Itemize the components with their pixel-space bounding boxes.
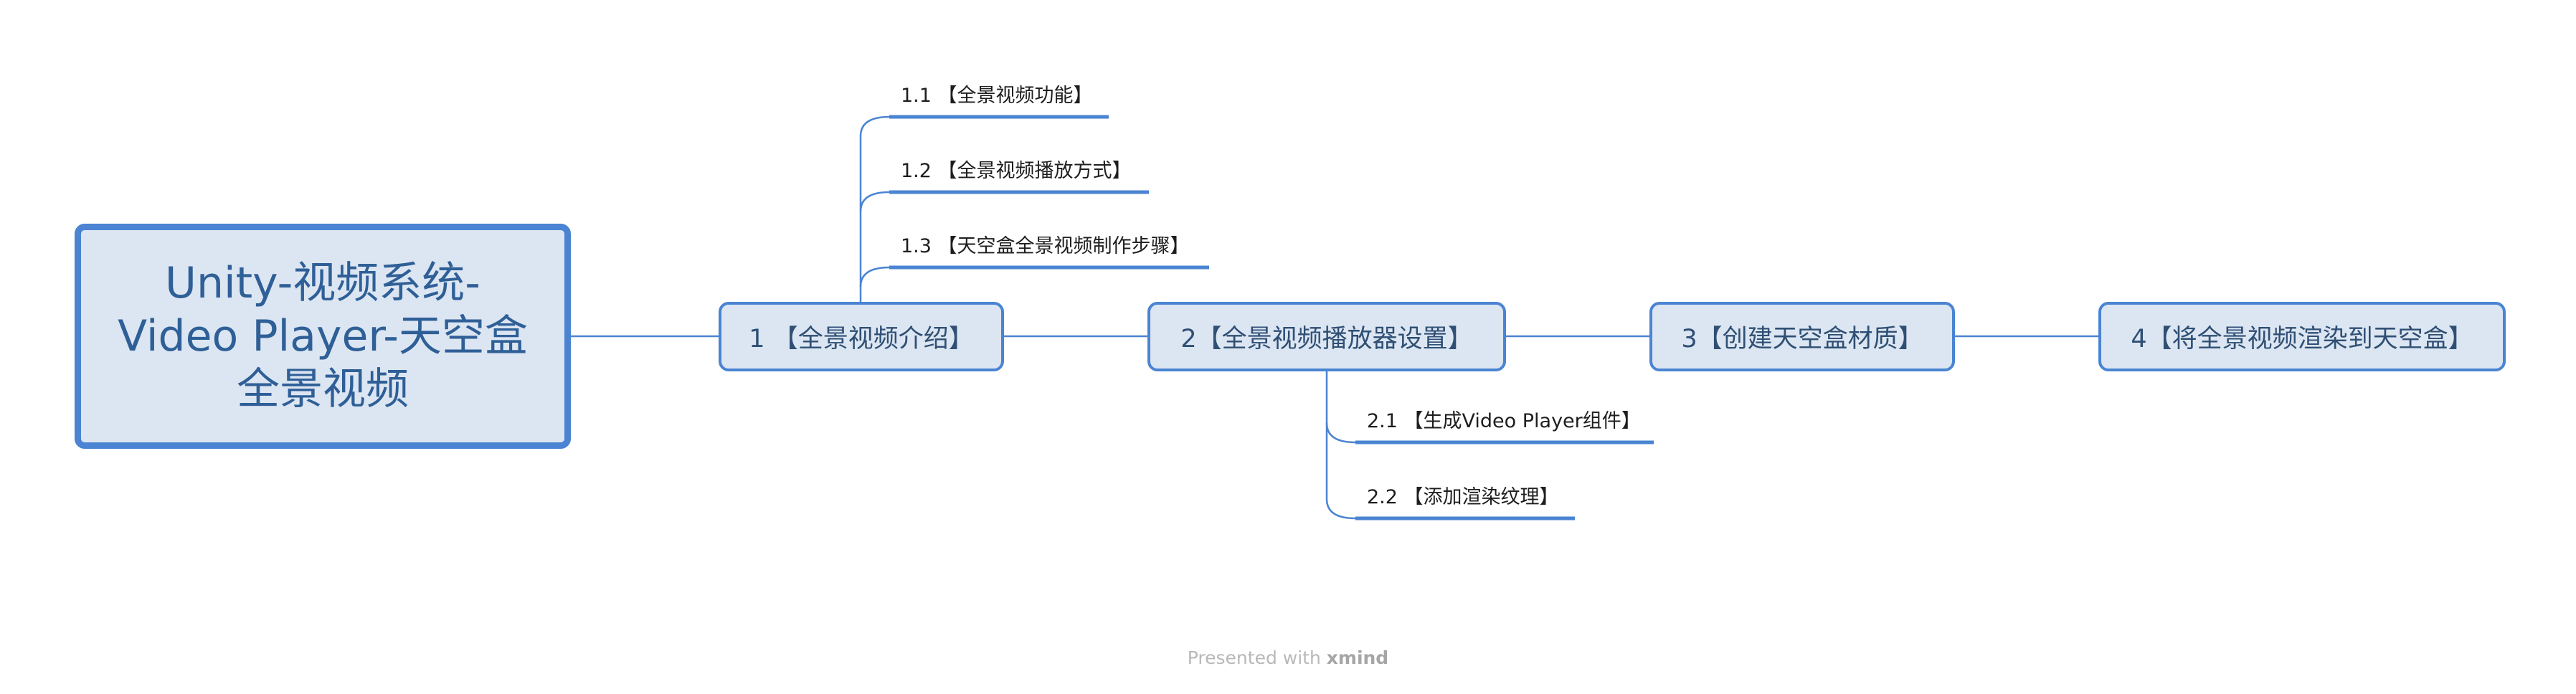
main-topic-1[interactable]: 1 【全景视频介绍】 xyxy=(719,302,1004,371)
main-topic-4-label: 4【将全景视频渲染到天空盒】 xyxy=(2131,325,2473,353)
subtopic-2-2[interactable]: 2.2 【添加渲染纹理】 xyxy=(1367,486,1559,508)
presented-with-watermark: Presented with xmind xyxy=(0,647,2576,668)
subtopic-2-1[interactable]: 2.1 【生成Video Player组件】 xyxy=(1367,410,1641,432)
connector-branch-1-3 xyxy=(859,266,890,287)
main-topic-4[interactable]: 4【将全景视频渲染到天空盒】 xyxy=(2098,302,2506,371)
connector-branch-2-1 xyxy=(1325,371,1356,444)
subtopic-1-2[interactable]: 1.2 【全景视频播放方式】 xyxy=(901,160,1132,182)
connector-branch-2-2 xyxy=(1325,423,1356,520)
central-topic[interactable]: Unity-视频系统- Video Player-天空盒 全景视频 xyxy=(75,224,571,449)
central-topic-label: Unity-视频系统- Video Player-天空盒 全景视频 xyxy=(118,258,528,414)
main-topic-2-label: 2【全景视频播放器设置】 xyxy=(1180,325,1473,353)
main-topic-3[interactable]: 3【创建天空盒材质】 xyxy=(1649,302,1955,371)
xmind-brand: xmind xyxy=(1326,647,1389,668)
subtopic-1-1[interactable]: 1.1 【全景视频功能】 xyxy=(901,85,1093,107)
subtopic-1-3[interactable]: 1.3 【天空盒全景视频制作步骤】 xyxy=(901,235,1190,257)
watermark-prefix: Presented with xyxy=(1187,647,1321,668)
main-topic-2[interactable]: 2【全景视频播放器设置】 xyxy=(1147,302,1506,371)
main-topic-3-label: 3【创建天空盒材质】 xyxy=(1681,325,1923,353)
connector-branch-1-1 xyxy=(859,115,890,302)
connector-branch-1-2 xyxy=(859,191,890,212)
main-topic-1-label: 1 【全景视频介绍】 xyxy=(749,325,974,353)
